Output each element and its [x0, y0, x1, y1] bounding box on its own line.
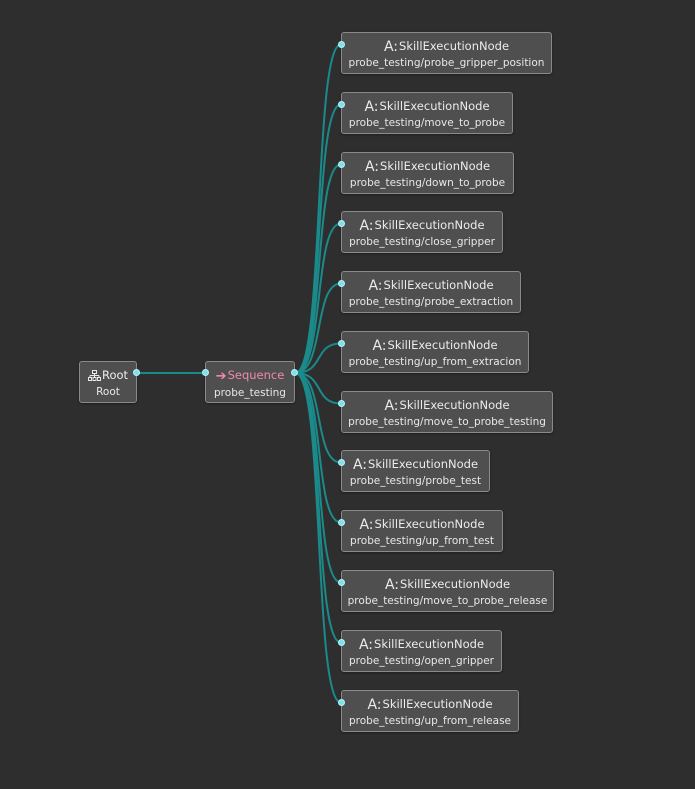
root-output-port[interactable]	[133, 369, 140, 376]
skill-node-title: A:SkillExecutionNode	[367, 697, 493, 713]
skill-node-name: probe_testing/up_from_test	[350, 535, 494, 547]
edge-sequence-to-skill	[294, 372, 342, 584]
skill-node-name: probe_testing/up_from_release	[348, 715, 512, 727]
skill-node[interactable]: A:SkillExecutionNode probe_testing/open_g…	[341, 630, 502, 672]
action-icon: A:	[358, 637, 374, 653]
skill-node[interactable]: A:SkillExecutionNode probe_testing/move_t…	[341, 92, 513, 134]
sequence-input-port[interactable]	[202, 369, 209, 376]
action-icon: A:	[368, 278, 383, 294]
skill-input-port[interactable]	[338, 340, 345, 347]
skill-node-title: A:SkillExecutionNode	[352, 457, 479, 473]
action-icon: A:	[359, 517, 374, 533]
skill-input-port[interactable]	[338, 579, 345, 586]
edge-sequence-to-skill	[294, 43, 342, 374]
skill-node[interactable]: A:SkillExecutionNode probe_testing/close_…	[341, 211, 503, 253]
edge-sequence-to-skill	[294, 372, 342, 704]
action-icon: A:	[359, 218, 374, 234]
edge-sequence-to-skill	[294, 342, 342, 374]
skill-node-title: A:SkillExecutionNode	[384, 577, 511, 593]
skill-node-name: probe_testing/down_to_probe	[349, 177, 506, 189]
skill-node[interactable]: A:SkillExecutionNode probe_testing/move_t…	[341, 570, 554, 612]
edge-sequence-to-skill	[294, 372, 342, 464]
action-icon: A:	[372, 338, 387, 354]
skill-node-name: probe_testing/move_to_probe_release	[347, 595, 548, 607]
root-node-name: Root	[96, 386, 120, 398]
skill-input-port[interactable]	[338, 519, 345, 526]
skill-node-name: probe_testing/probe_gripper_position	[348, 57, 545, 69]
skill-node-name: probe_testing/probe_extraction	[348, 296, 514, 308]
skill-node-name: probe_testing/up_from_extracion	[348, 356, 522, 368]
skill-input-port[interactable]	[338, 41, 345, 48]
skill-node-name: probe_testing/move_to_probe_testing	[348, 416, 546, 428]
arrow-right-icon: ➔	[215, 369, 227, 384]
skill-node[interactable]: A:SkillExecutionNode probe_testing/up_fro…	[341, 331, 529, 373]
skill-node-name: probe_testing/probe_test	[349, 475, 482, 487]
skill-node-title: A:SkillExecutionNode	[372, 338, 498, 354]
action-icon: A:	[383, 39, 399, 55]
edge-sequence-to-skill	[294, 372, 342, 405]
skill-input-port[interactable]	[338, 220, 345, 227]
skill-node-title: A:SkillExecutionNode	[359, 218, 485, 234]
skill-node[interactable]: A:SkillExecutionNode probe_testing/down_t…	[341, 152, 514, 194]
sequence-node[interactable]: ➔Sequence probe_testing	[205, 361, 295, 403]
root-node-title: Root	[80, 368, 136, 383]
skill-input-port[interactable]	[338, 101, 345, 108]
skill-node-title: A:SkillExecutionNode	[358, 637, 485, 653]
skill-node-title: A:SkillExecutionNode	[359, 517, 485, 533]
skill-node-name: probe_testing/open_gripper	[349, 655, 494, 667]
action-icon: A:	[364, 159, 380, 175]
skill-input-port[interactable]	[338, 280, 345, 287]
skill-node[interactable]: A:SkillExecutionNode probe_testing/move_t…	[341, 391, 553, 433]
skill-node-title: A:SkillExecutionNode	[383, 39, 510, 55]
sequence-node-name: probe_testing	[214, 387, 286, 399]
skill-node-title: A:SkillExecutionNode	[384, 398, 510, 414]
skill-input-port[interactable]	[338, 400, 345, 407]
skill-node-title: A:SkillExecutionNode	[368, 278, 494, 294]
edge-sequence-to-skill	[294, 163, 342, 374]
skill-node-title: A:SkillExecutionNode	[364, 99, 490, 115]
action-icon: A:	[367, 697, 382, 713]
skill-input-port[interactable]	[338, 699, 345, 706]
action-icon: A:	[364, 99, 379, 115]
action-icon: A:	[384, 577, 400, 593]
edge-sequence-to-skill	[294, 282, 342, 374]
skill-node[interactable]: A:SkillExecutionNode probe_testing/probe_…	[341, 271, 521, 313]
action-icon: A:	[352, 457, 368, 473]
sequence-node-title: ➔Sequence	[215, 368, 285, 384]
skill-node[interactable]: A:SkillExecutionNode probe_testing/probe_…	[341, 450, 490, 492]
skill-input-port[interactable]	[338, 459, 345, 466]
skill-node[interactable]: A:SkillExecutionNode probe_testing/up_fro…	[341, 690, 519, 732]
tree-icon	[87, 369, 101, 383]
sequence-output-port[interactable]	[291, 369, 298, 376]
action-icon: A:	[384, 398, 399, 414]
skill-node-name: probe_testing/close_gripper	[349, 236, 495, 248]
skill-input-port[interactable]	[338, 639, 345, 646]
skill-node[interactable]: A:SkillExecutionNode probe_testing/up_fro…	[341, 510, 503, 552]
skill-input-port[interactable]	[338, 161, 345, 168]
edge-sequence-to-skill	[294, 222, 342, 374]
skill-node-name: probe_testing/move_to_probe	[348, 117, 506, 129]
root-node[interactable]: Root Root	[79, 361, 137, 403]
edge-sequence-to-skill	[294, 103, 342, 374]
skill-node-title: A:SkillExecutionNode	[364, 159, 491, 175]
edge-sequence-to-skill	[294, 372, 342, 524]
skill-node[interactable]: A:SkillExecutionNode probe_testing/probe_…	[341, 32, 552, 74]
